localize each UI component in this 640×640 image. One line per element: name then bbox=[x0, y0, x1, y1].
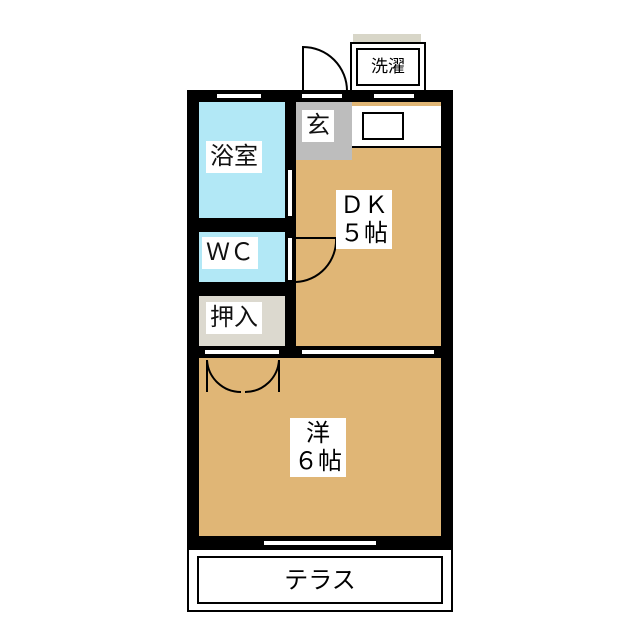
terrace-window bbox=[262, 539, 378, 547]
dk-label: ＤＫ ５帖 bbox=[336, 190, 392, 250]
closet-door bbox=[203, 348, 281, 356]
bath-window bbox=[215, 92, 263, 100]
wc-label: ＷＣ bbox=[202, 237, 258, 269]
wc-door bbox=[286, 236, 294, 282]
western-name: 洋 bbox=[306, 419, 330, 447]
terrace bbox=[187, 548, 453, 612]
bath-door bbox=[286, 168, 294, 218]
closet-label: 押入 bbox=[206, 302, 262, 334]
laundry-backdrop bbox=[353, 34, 421, 42]
bath-label: 浴室 bbox=[206, 141, 262, 173]
laundry-label: 洗濯 bbox=[356, 48, 420, 86]
kitchen-window bbox=[372, 92, 416, 100]
entrance-label: 玄 bbox=[302, 110, 334, 142]
dk-name: ＤＫ bbox=[340, 191, 388, 219]
kitchen-counter bbox=[352, 106, 441, 148]
dk-size: ５帖 bbox=[340, 218, 388, 247]
dk-sliding-door bbox=[300, 348, 436, 356]
terrace-label: テラス bbox=[284, 566, 356, 594]
western-size: ６帖 bbox=[294, 446, 342, 475]
entrance-opening bbox=[300, 92, 344, 100]
laundry-space: 洗濯 bbox=[350, 42, 426, 92]
wc-door-swing-icon bbox=[295, 237, 338, 283]
western-door-swing-icon bbox=[206, 359, 280, 394]
western-label: 洋 ６帖 bbox=[290, 418, 346, 478]
entrance-door-icon bbox=[302, 45, 348, 92]
